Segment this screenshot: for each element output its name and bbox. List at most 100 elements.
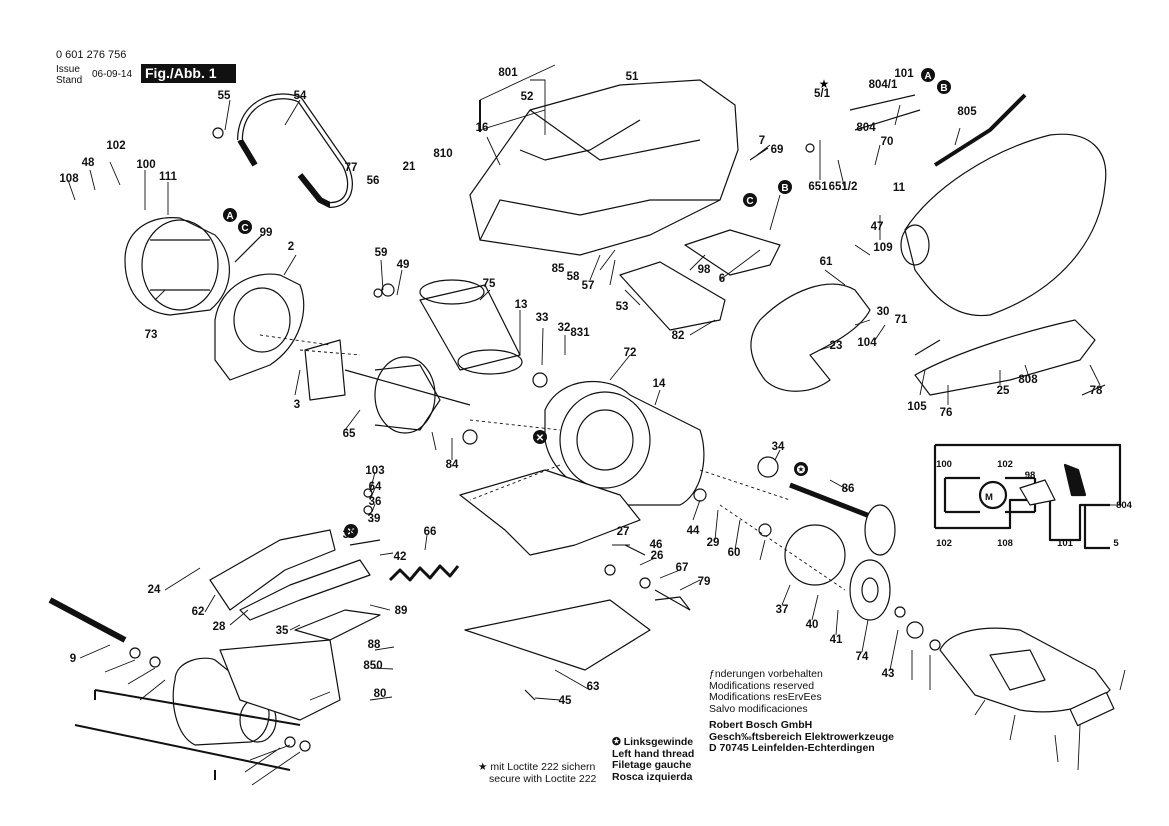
power-cable-6 [933, 93, 1027, 167]
marker-b-top: B [940, 83, 947, 94]
lever-37 [239, 559, 371, 621]
part-label: 76 [940, 407, 953, 419]
part-label: 808 [1018, 374, 1038, 386]
part-label: 74 [856, 651, 869, 663]
part-label: 21 [403, 161, 416, 173]
side-cover-30 [914, 319, 1096, 396]
part-label: 111 [159, 171, 178, 183]
motor-symbol: M [985, 492, 993, 503]
gear-housing-831 [544, 380, 705, 506]
wiring-label: 100 [936, 459, 952, 470]
part-label: 43 [882, 668, 895, 680]
loctite-de: mit Loctite 222 sichern [490, 761, 596, 773]
part-label: 38 [343, 529, 356, 541]
drive-gear-26 [849, 559, 891, 621]
part-label: 11 [893, 182, 906, 194]
part-label: 24 [148, 584, 161, 596]
part-label: 61 [820, 256, 833, 268]
part-label: 67 [676, 562, 689, 574]
part-label: 804 [856, 122, 876, 134]
part-label: 6 [719, 273, 725, 285]
part-label: 80 [374, 688, 387, 700]
part-label: 78 [1090, 385, 1103, 397]
part-label: 105 [907, 401, 927, 413]
part-label: 3 [294, 399, 300, 411]
part-label: 109 [873, 242, 892, 254]
part-label: 75 [483, 278, 496, 290]
part-label: 85 [552, 263, 565, 275]
left-hand-thread-legend: ✪ Linksgewinde Left hand thread Filetage… [612, 736, 694, 783]
part-label: 34 [772, 441, 785, 453]
part-label: 810 [433, 148, 452, 160]
marker-c-right: C [746, 196, 753, 207]
explosion-guidelines [259, 334, 846, 591]
part-label: 29 [707, 537, 720, 549]
part-label: 35 [276, 625, 289, 637]
figure-label: Fig./Abb. 1 [141, 64, 236, 83]
part-label: 108 [59, 173, 79, 185]
part-label: 52 [521, 91, 534, 103]
part-label: 36 [369, 496, 382, 508]
part-label: 86 [842, 483, 855, 495]
part-label: 45 [559, 695, 572, 707]
armature-3 [304, 339, 346, 401]
part-label: 32 [558, 322, 571, 334]
marker-x-1: ✕ [536, 433, 544, 444]
part-label: 57 [582, 280, 595, 292]
part-label: 72 [624, 347, 637, 359]
roller-shaft-42 [48, 597, 127, 643]
part-label: 65 [343, 428, 356, 440]
part-label: 651/2 [829, 181, 858, 193]
company-name: Robert Bosch GmbH [709, 719, 813, 731]
part-label: 26 [651, 550, 664, 562]
part-label: 69 [771, 144, 784, 156]
part-label: 55 [218, 90, 231, 102]
part-label: 102 [106, 140, 125, 152]
wiring-label: 98 [1025, 470, 1036, 481]
wiring-label: 102 [936, 538, 952, 549]
thread-legend-icon: ✪ [612, 736, 624, 748]
part-label: 71 [895, 314, 908, 326]
stand-label: Stand [56, 75, 83, 86]
part-label: 59 [375, 247, 388, 259]
part-label: 64 [369, 481, 382, 493]
part-label: 25 [997, 385, 1010, 397]
issue-date: 06-09-14 [92, 69, 133, 80]
gear-plate-27 [784, 524, 846, 586]
wiring-label: 102 [997, 459, 1013, 470]
changes-de: ƒnderungen vorbehalten [709, 668, 823, 680]
part-label: 40 [806, 619, 819, 631]
company-address: D 70745 Leinfelden-Echterdingen [709, 742, 875, 754]
issue-stand-label: Issue Stand [56, 64, 82, 86]
issue-label: Issue [56, 64, 80, 75]
loctite-legend: ★ mit Loctite 222 sichern secure with Lo… [478, 761, 596, 785]
part-label: 831 [570, 327, 590, 339]
part-label: 99 [260, 227, 273, 239]
part-label: 82 [672, 330, 685, 342]
imprint-notes: ƒnderungen vorbehalten Modifications res… [709, 668, 894, 755]
part-label: 53 [616, 301, 629, 313]
part-label: 7 [759, 135, 765, 147]
part-label: 41 [830, 634, 843, 646]
changes-es: Salvo modificaciones [709, 702, 808, 715]
bearing-sleeve-49 [419, 284, 521, 371]
wiring-label: 5 [1113, 538, 1119, 549]
part-label: 73 [145, 329, 158, 341]
part-label: 88 [368, 639, 381, 651]
part-label: 33 [536, 312, 549, 324]
wiring-label: 804 [1116, 500, 1133, 511]
part-label: 51 [626, 71, 639, 83]
part-label: 54 [294, 90, 307, 102]
part-label: 2 [288, 241, 294, 253]
part-label: 23 [830, 340, 843, 352]
part-label: 801 [498, 67, 518, 79]
part-label: 39 [368, 513, 381, 525]
part-label: 77 [345, 162, 358, 174]
marker-a-left: A [226, 211, 233, 222]
thread-es: Rosca izquierda [612, 770, 693, 783]
part-label: 60 [728, 547, 741, 559]
motor-housing-2 [124, 217, 230, 316]
wiring-diagram [933, 443, 1122, 550]
